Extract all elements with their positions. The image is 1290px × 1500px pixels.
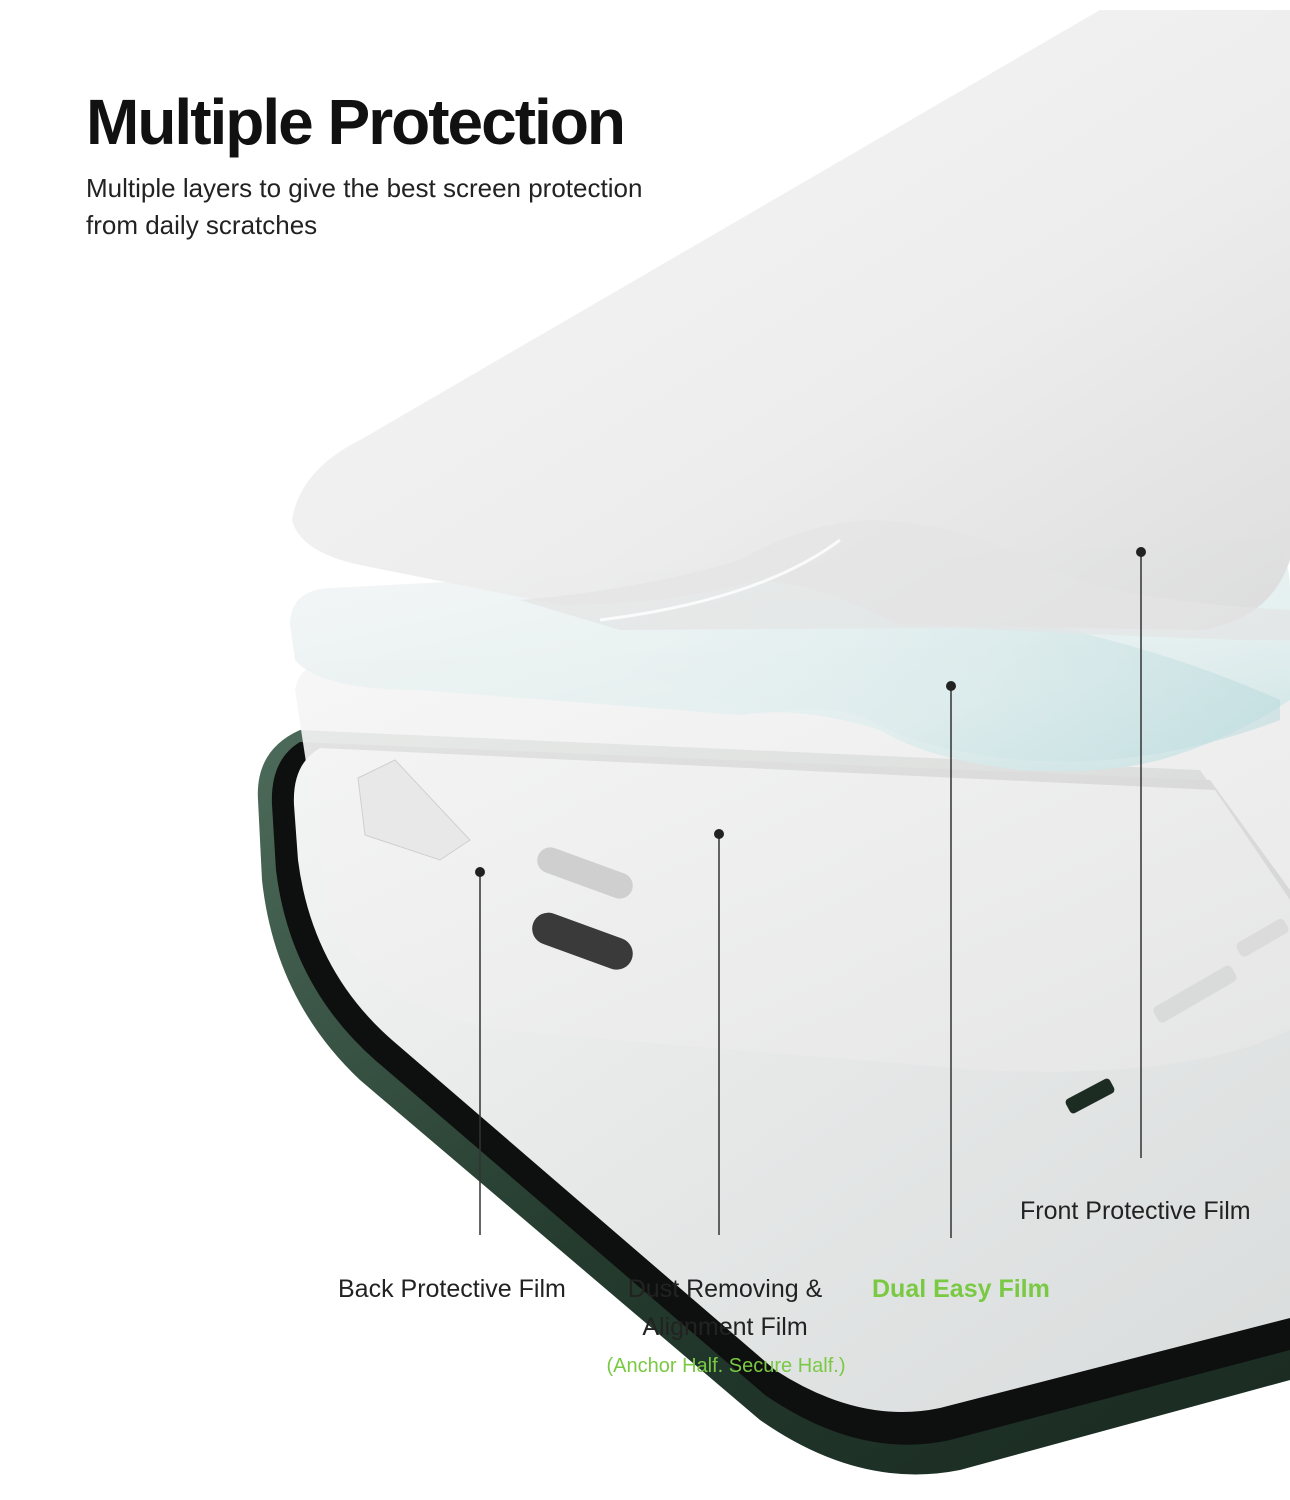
callout-dust-line-1: Dust Removing &: [627, 1275, 823, 1303]
page-title: Multiple Protection: [86, 86, 626, 158]
callout-dust-note: (Anchor Half. Secure Half.): [606, 1355, 846, 1377]
callout-front-protective-film: Front Protective Film: [1020, 1197, 1251, 1225]
callout-back-protective-film: Back Protective Film: [338, 1275, 566, 1303]
subtitle-line-1: Multiple layers to give the best screen …: [86, 173, 643, 203]
callout-dual-easy-film: Dual Easy Film: [872, 1275, 1050, 1303]
callout-dust-line-2: Alignment Film: [642, 1313, 808, 1341]
callout-dust-removing-film: Dust Removing & Alignment Film: [600, 1270, 850, 1346]
page-subtitle: Multiple layers to give the best screen …: [86, 170, 706, 244]
subtitle-line-2: from daily scratches: [86, 210, 318, 240]
